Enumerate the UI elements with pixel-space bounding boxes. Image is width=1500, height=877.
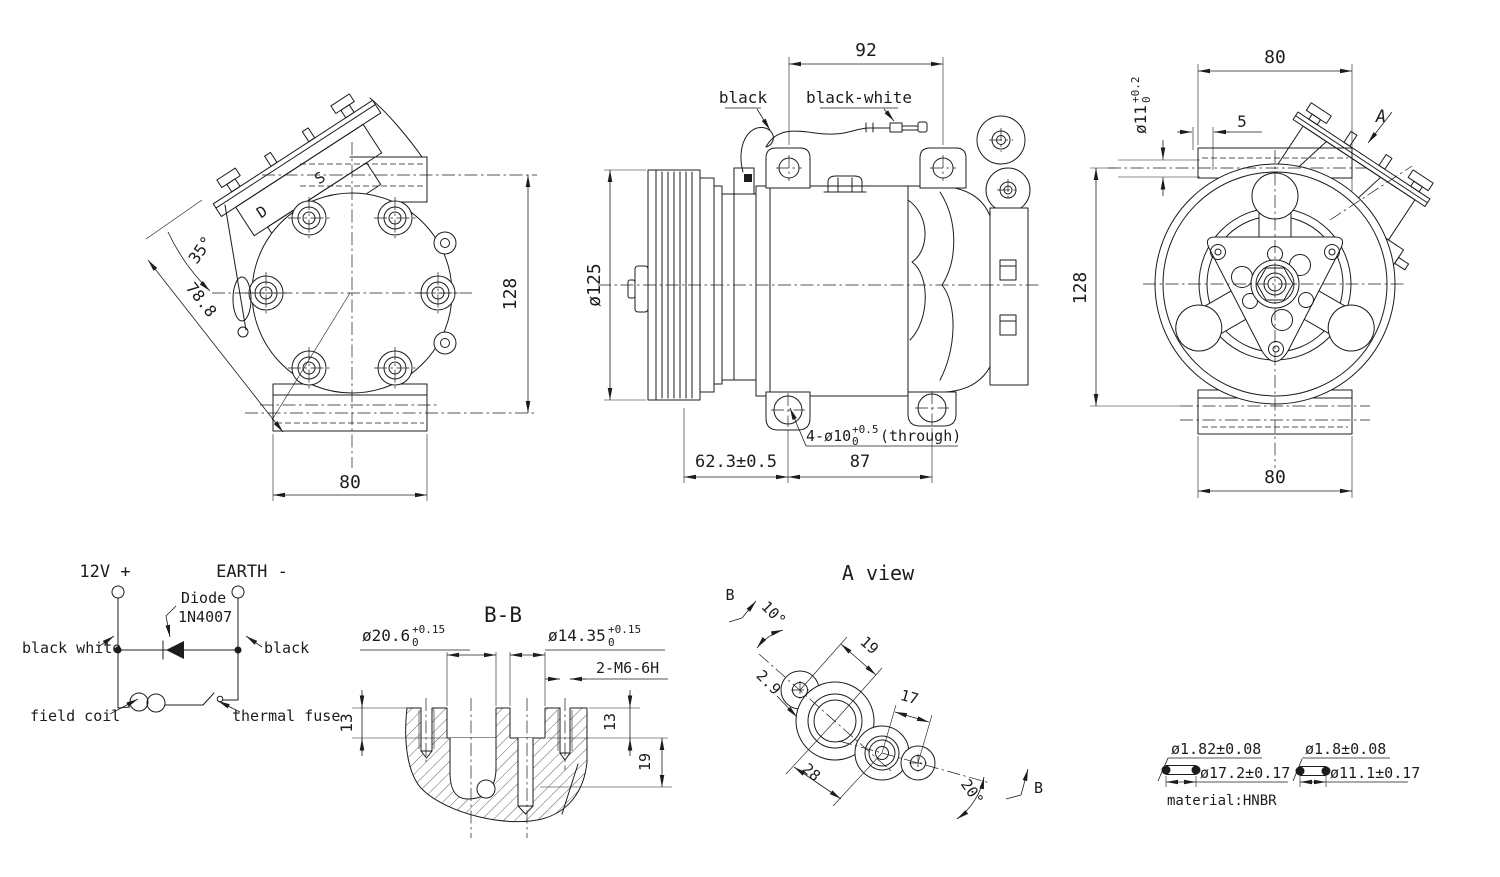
section-marker-b-top: B — [725, 586, 734, 604]
oring2-id-dim: ø11.1±0.17 — [1330, 764, 1420, 782]
bore2-tol-sup: +0.15 — [608, 623, 641, 636]
side-rear-length-dim: 87 — [850, 452, 870, 472]
view-a-arrow-label: A — [1375, 107, 1386, 127]
section-bb-title: B-B — [484, 603, 522, 627]
rear-view-manifold — [212, 93, 383, 250]
terminal-12v-label: 12V + — [79, 562, 130, 582]
bore1-tol-sup: +0.15 — [412, 623, 445, 636]
rear-angle-dim: 35° — [184, 233, 216, 268]
thermal-fuse-label: thermal fuse — [232, 707, 340, 725]
front-bottom-dim: 80 — [1264, 467, 1286, 488]
thread-spec: 2-M6-6H — [596, 659, 659, 677]
mount-holes-tol-sup: +0.5 — [852, 423, 879, 436]
angle-10-dim: 10° — [758, 598, 790, 630]
front-top-dim: 80 — [1264, 47, 1286, 68]
diode-label-line1: Diode — [181, 589, 226, 607]
wire-black-label: black — [719, 88, 768, 107]
mount-holes-dim: 4-ø10 — [806, 427, 851, 445]
port-d-label: D — [253, 202, 270, 222]
wire-right-label: black — [264, 639, 309, 657]
shaft-tol-sup: +0.2 — [1129, 77, 1142, 104]
oring-details: ø1.82±0.08 ø17.2±0.17 material:HNBR ø1.8… — [1157, 740, 1420, 809]
depth-total-dim: 19 — [636, 753, 654, 771]
bore2-tol-sub: 0 — [608, 636, 615, 649]
rear-height-dim: 128 — [500, 278, 521, 311]
terminal-earth-label: EARTH - — [216, 562, 288, 582]
shaft-tol-sub: 0 — [1140, 96, 1153, 103]
depth-left-dim: 13 — [337, 713, 356, 732]
diode-label-line2: 1N4007 — [178, 608, 232, 626]
angle-20-dim: 20° — [957, 776, 987, 809]
oring1-id-dim: ø17.2±0.17 — [1200, 764, 1290, 782]
pitch-17-dim: 17 — [898, 686, 920, 708]
depth-right-dim: 13 — [601, 713, 619, 731]
oring2-cs-dim: ø1.8±0.08 — [1305, 740, 1386, 758]
rear-view: S D 128 80 35° 78.8 — [145, 93, 537, 501]
section-b-b: B-B ø20.6 +0.15 0 ø14.35 +0.15 — [337, 603, 672, 838]
section-marker-b-bottom: B — [1034, 779, 1043, 797]
span-28-dim: 28 — [799, 760, 824, 785]
bore1-tol-sub: 0 — [412, 636, 419, 649]
oring1-cs-dim: ø1.82±0.08 — [1171, 740, 1261, 758]
field-coil-label: field coil — [30, 707, 120, 725]
rear-width-dim: 78.8 — [182, 279, 221, 321]
pulley-dia-dim: ø125 — [584, 263, 605, 306]
front-height-dim: 128 — [1070, 272, 1091, 305]
shaft-dia-dim: ø11 — [1131, 105, 1150, 134]
front-view: A 80 ø11 +0.2 0 5 128 80 — [1070, 47, 1434, 498]
a-view-title: A view — [842, 561, 915, 585]
side-front-length-dim: 62.3±0.5 — [695, 452, 777, 472]
rear-foot-dim: 80 — [339, 472, 361, 493]
side-view: black black-white 92 ø125 62.3±0.5 87 4-… — [584, 40, 1042, 483]
bore1-dim: ø20.6 — [362, 626, 410, 645]
mount-holes-suffix: (through) — [880, 427, 961, 445]
oring-material-label: material:HNBR — [1167, 793, 1277, 809]
mount-holes-tol-sub: 0 — [852, 435, 859, 448]
a-view: A view B B 10° 19 2.9 28 — [725, 561, 1043, 820]
wiring-diagram: 12V + EARTH - Diode 1N4007 black white b… — [22, 562, 340, 725]
port-s-label: S — [311, 168, 328, 188]
side-top-dim: 92 — [855, 40, 877, 61]
offset-2-9-dim: 2.9 — [753, 667, 785, 699]
bore2-dim: ø14.35 — [548, 626, 606, 645]
wire-black-white-label: black-white — [806, 88, 912, 107]
pitch-19-dim: 19 — [857, 633, 882, 658]
wire-left-label: black white — [22, 639, 121, 657]
key-offset-dim: 5 — [1237, 112, 1247, 131]
